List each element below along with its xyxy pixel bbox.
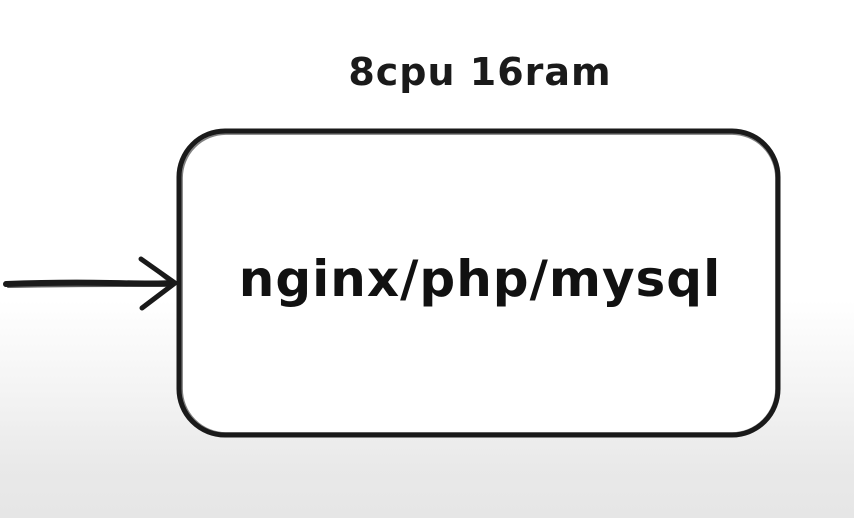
server-spec-label: 8cpu 16ram <box>348 50 612 94</box>
server-box-outline <box>176 128 781 438</box>
server-box-label: nginx/php/mysql <box>238 250 722 308</box>
server-box-outline-sketch <box>181 133 777 434</box>
incoming-arrow-shaft-sketch <box>7 284 171 288</box>
incoming-arrow-head-sketch <box>144 261 173 305</box>
incoming-arrow-shaft <box>3 279 175 287</box>
